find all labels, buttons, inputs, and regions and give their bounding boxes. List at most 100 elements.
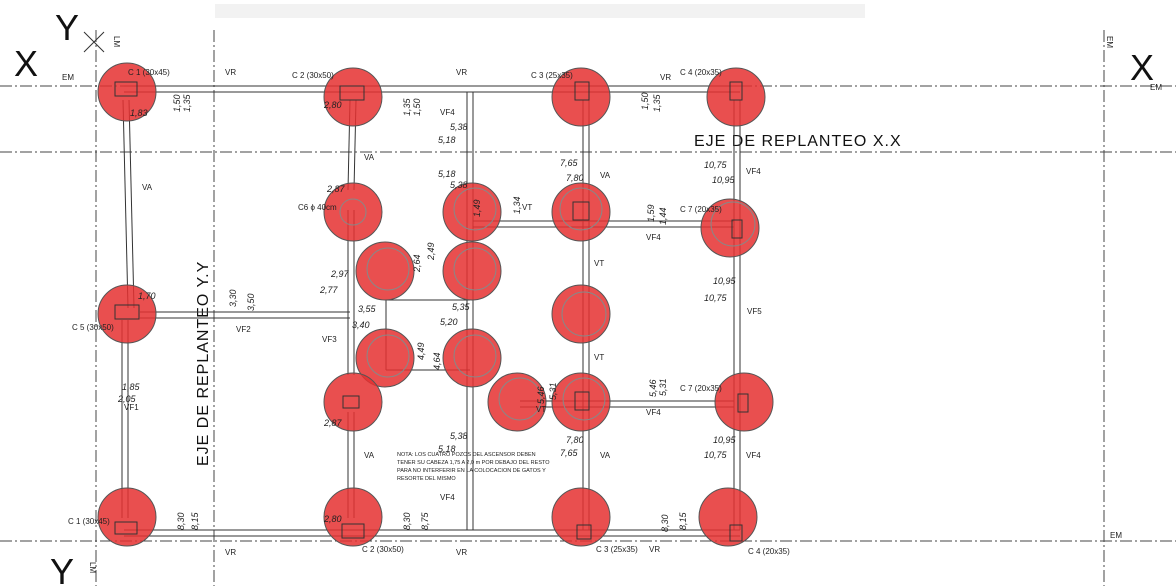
svg-text:8,30: 8,30 (176, 512, 186, 530)
svg-text:3,30: 3,30 (228, 289, 238, 307)
svg-text:5,38: 5,38 (450, 180, 468, 190)
svg-text:10,95: 10,95 (712, 175, 736, 185)
svg-text:2,64: 2,64 (412, 254, 422, 273)
beam-lines (121, 85, 741, 537)
em-left: EM (62, 73, 74, 82)
svg-text:3,55: 3,55 (358, 304, 377, 314)
svg-text:3,50: 3,50 (246, 293, 256, 311)
label-c1-top: C 1 (30x45) (128, 68, 170, 77)
beam-vf4-5: VF4 (746, 451, 761, 460)
pile-vt-2 (551, 284, 611, 344)
svg-text:1,49: 1,49 (472, 199, 482, 217)
svg-text:5,46: 5,46 (648, 379, 658, 397)
beam-vr-5: VR (456, 548, 467, 557)
svg-text:5,38: 5,38 (450, 122, 468, 132)
axis-y-bottom: Y (50, 551, 74, 586)
beam-vf4-3: VF4 (646, 233, 661, 242)
svg-text:5,46: 5,46 (536, 386, 546, 404)
beam-va-1: VA (142, 183, 153, 192)
label-c1-bottom: C 1 (30x45) (68, 517, 110, 526)
svg-text:1,35: 1,35 (402, 97, 412, 116)
pile-c5 (97, 284, 157, 344)
svg-text:2,77: 2,77 (319, 285, 339, 295)
svg-text:5,31: 5,31 (658, 378, 668, 396)
svg-text:5,31: 5,31 (548, 382, 558, 400)
svg-text:1,35: 1,35 (182, 93, 192, 112)
beam-va-3: VA (600, 171, 611, 180)
beam-vt-1: VT (522, 203, 532, 212)
beam-vr-4: VR (225, 548, 236, 557)
pile-c1-top (97, 62, 157, 122)
beam-va-2: VA (364, 153, 375, 162)
svg-text:PARA NO INTERFERIR EN LA COLOC: PARA NO INTERFERIR EN LA COLOCACION DE G… (397, 468, 546, 474)
column-rects (114, 81, 749, 542)
pile-c6 (323, 182, 383, 242)
svg-text:2,80: 2,80 (323, 100, 342, 110)
beam-vf2: VF2 (236, 325, 251, 334)
pile-elev-3 (355, 328, 415, 388)
svg-text:1,34: 1,34 (512, 196, 522, 214)
pile-c3-top (551, 67, 611, 127)
svg-text:1,85: 1,85 (122, 382, 141, 392)
pile-elev-1 (355, 241, 415, 301)
svg-text:5,18: 5,18 (438, 169, 456, 179)
svg-text:2,80: 2,80 (323, 514, 342, 524)
em-bottom: EM (1110, 531, 1122, 540)
svg-text:1,50: 1,50 (640, 92, 650, 110)
beam-vf1: VF1 (124, 403, 139, 412)
elevator-note: NOTA: LOS CUATRO POZOS DEL ASCENSOR DEBE… (397, 452, 550, 482)
label-c7-a: C 7 (20x35) (680, 205, 722, 214)
dimension-labels: 1,83 1,50 1,35 2,80 1,35 1,50 1,50 1,35 … (117, 92, 737, 532)
svg-text:2,05: 2,05 (117, 394, 137, 404)
pile-c2-top (323, 67, 383, 127)
svg-text:5,38: 5,38 (450, 431, 468, 441)
beam-vf4-6: VF4 (440, 493, 455, 502)
svg-text:10,75: 10,75 (704, 160, 728, 170)
svg-text:4,49: 4,49 (416, 342, 426, 360)
svg-text:1,83: 1,83 (130, 108, 148, 118)
svg-text:10,75: 10,75 (704, 450, 728, 460)
lm-top: LM (112, 36, 121, 47)
pile-c1-bottom (97, 487, 157, 547)
svg-text:8,15: 8,15 (190, 511, 200, 530)
beam-vr-3: VR (660, 73, 671, 82)
beam-vf3: VF3 (322, 335, 337, 344)
axis-x-left: X (14, 43, 38, 84)
svg-text:1,70: 1,70 (138, 291, 156, 301)
beam-vr-1: VR (225, 68, 236, 77)
svg-text:10,95: 10,95 (713, 276, 737, 286)
axis-cross-icon (83, 31, 105, 53)
beam-vf5: VF5 (747, 307, 762, 316)
beam-vt-4: VT (536, 405, 546, 414)
axis-x-right: X (1130, 47, 1154, 88)
faded-header (215, 4, 865, 18)
label-c3-bottom: C 3 (25x35) (596, 545, 638, 554)
beam-va-5: VA (600, 451, 611, 460)
beam-vf4-1: VF4 (440, 108, 455, 117)
label-c4-bottom: C 4 (20x35) (748, 547, 790, 556)
svg-text:7,80: 7,80 (566, 173, 584, 183)
label-c2-top: C 2 (30x50) (292, 71, 334, 80)
label-c4-top: C 4 (20x35) (680, 68, 722, 77)
pile-mid-left (323, 372, 383, 432)
pile-c3-bottom (551, 487, 611, 547)
svg-text:5,35: 5,35 (452, 302, 471, 312)
axis-y-top: Y (55, 7, 79, 48)
svg-text:8,15: 8,15 (678, 511, 688, 530)
label-c6: C6 ϕ 40cm (298, 203, 337, 212)
svg-text:1,59: 1,59 (646, 204, 656, 222)
svg-text:NOTA: LOS CUATRO POZOS DEL ASC: NOTA: LOS CUATRO POZOS DEL ASCENSOR DEBE… (397, 452, 536, 458)
svg-text:3,40: 3,40 (352, 320, 370, 330)
svg-text:10,95: 10,95 (713, 435, 737, 445)
pile-mid-2 (551, 372, 611, 432)
beam-vf4-4: VF4 (646, 408, 661, 417)
svg-text:RESORTE DEL MISMO: RESORTE DEL MISMO (397, 476, 456, 482)
svg-text:5,18: 5,18 (438, 444, 456, 454)
label-c2-bottom: C 2 (30x50) (362, 545, 404, 554)
pile-elev-2 (442, 241, 502, 301)
pile-elev-4 (442, 328, 502, 388)
pile-vt-1 (551, 182, 611, 242)
label-c7-b: C 7 (20x35) (680, 384, 722, 393)
pile-c4-bottom (698, 487, 758, 547)
